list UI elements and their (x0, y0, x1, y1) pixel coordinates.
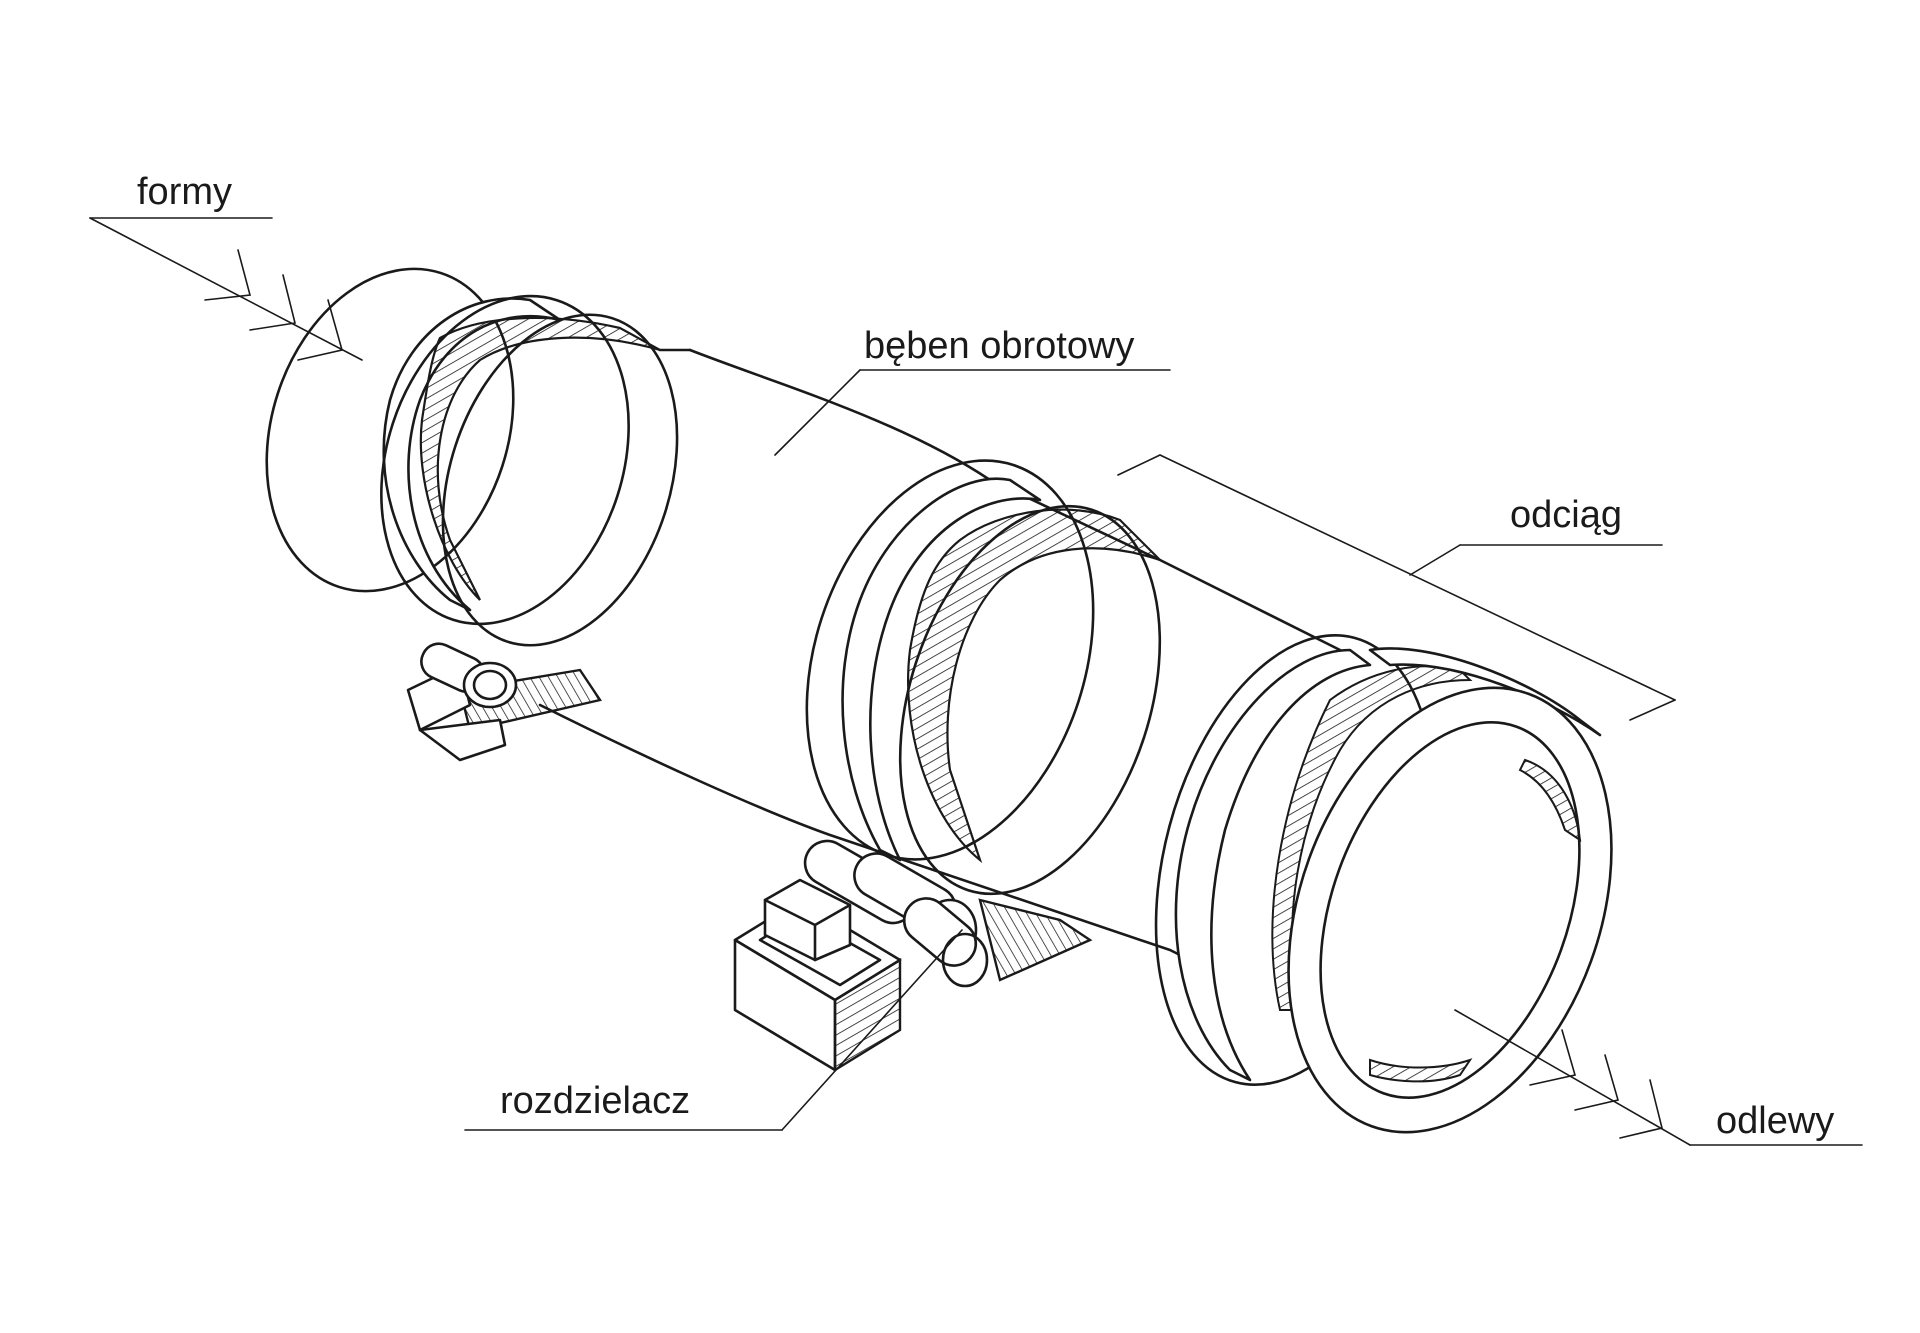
outlet-ring-outer (1287, 686, 1613, 1134)
label-extraction: odciąg (1510, 494, 1622, 536)
label-drum: bęben obrotowy (864, 325, 1134, 367)
leader-drum-diag (774, 369, 861, 456)
distributor-unit (733, 839, 1093, 1073)
extraction-dimension (1117, 454, 1676, 721)
label-distributor: rozdzielacz (500, 1080, 690, 1122)
outlet-ring-inner (1319, 721, 1581, 1099)
leader-distributor-diag (781, 929, 963, 1131)
left-support-roller (406, 642, 602, 762)
left-riding-ring (380, 294, 630, 626)
label-molds: formy (137, 171, 232, 213)
leader-extraction-diag (1409, 544, 1461, 576)
drum-body (265, 267, 1342, 957)
input-arrows (89, 217, 363, 361)
output-arrows (1454, 1009, 1691, 1146)
right-end-ring (1154, 634, 1613, 1134)
leader-lines (89, 217, 1863, 1146)
label-castings: odlewy (1716, 1100, 1834, 1142)
